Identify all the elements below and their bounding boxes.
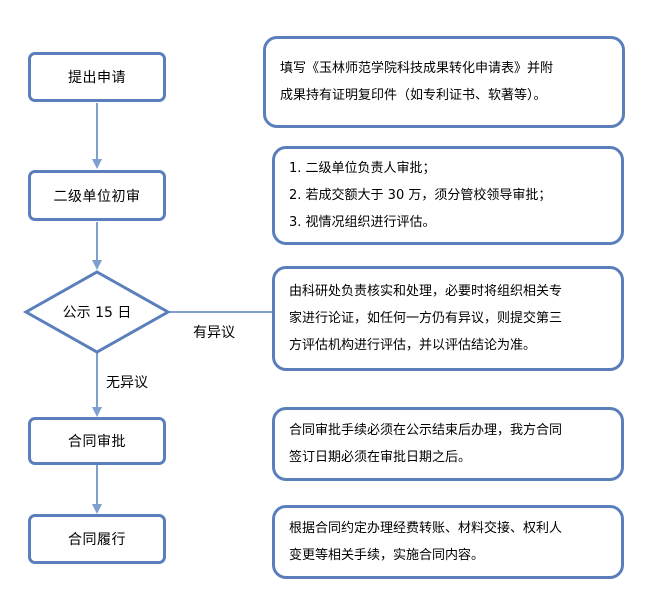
publicity-diamond [22,270,172,354]
branch-label-objection: 有异议 [193,325,235,341]
note-apply-line: 成果持有证明复印件（如专利证书、软著等）。 [280,88,547,103]
note-objection-line: 由科研处负责核实和处理，必要时将组织相关专 [289,284,563,299]
step-contract-execution: 合同履行 [28,514,166,564]
note-contract-execution-text: 根据合同约定办理经费转账、材料交接、权利人 变更等相关手续，实施合同内容。 [289,515,611,569]
step-contract-review: 合同审批 [28,417,166,465]
step-contract-execution-label: 合同履行 [68,532,126,548]
note-initial-review-line: 1. 二级单位负责人审批； [289,161,436,176]
note-initial-review-line: 3. 视情况组织进行评估。 [289,215,436,230]
note-contract-review-line: 合同审批手续必须在公示结束后办理，我方合同 [289,423,563,438]
note-contract-execution: 根据合同约定办理经费转账、材料交接、权利人 变更等相关手续，实施合同内容。 [272,505,624,579]
note-contract-review-line: 签订日期必须在审批日期之后。 [289,450,472,465]
step-initial-review: 二级单位初审 [28,170,166,221]
note-apply-line: 填写《玉林师范学院科技成果转化申请表》并附 [280,61,554,76]
note-contract-execution-line: 变更等相关手续，实施合同内容。 [289,548,485,563]
step-initial-review-label: 二级单位初审 [53,188,141,205]
step-publicity-label: 公示 15 日 [62,305,132,321]
note-objection-text: 由科研处负责核实和处理，必要时将组织相关专 家进行论证，如任何一方仍有异议，则提… [289,278,611,359]
note-initial-review: 1. 二级单位负责人审批； 2. 若成交额大于 30 万，须分管校领导审批； 3… [272,146,624,245]
note-initial-review-text: 1. 二级单位负责人审批； 2. 若成交额大于 30 万，须分管校领导审批； 3… [289,155,611,236]
note-objection: 由科研处负责核实和处理，必要时将组织相关专 家进行论证，如任何一方仍有异议，则提… [272,266,624,371]
step-apply-label: 提出申请 [68,70,126,86]
note-apply: 填写《玉林师范学院科技成果转化申请表》并附 成果持有证明复印件（如专利证书、软著… [263,36,625,128]
note-apply-text: 填写《玉林师范学院科技成果转化申请表》并附 成果持有证明复印件（如专利证书、软著… [280,55,612,109]
note-contract-review-text: 合同审批手续必须在公示结束后办理，我方合同 签订日期必须在审批日期之后。 [289,417,611,471]
note-contract-review: 合同审批手续必须在公示结束后办理，我方合同 签订日期必须在审批日期之后。 [272,407,624,481]
step-contract-review-label: 合同审批 [68,434,126,450]
step-apply: 提出申请 [28,52,166,102]
note-objection-line: 家进行论证，如任何一方仍有异议，则提交第三 [289,311,563,326]
note-objection-line: 方评估机构进行评估，并以评估结论为准。 [289,338,537,353]
note-contract-execution-line: 根据合同约定办理经费转账、材料交接、权利人 [289,521,563,536]
branch-label-no-objection: 无异议 [106,375,148,391]
note-initial-review-line: 2. 若成交额大于 30 万，须分管校领导审批； [289,188,552,203]
